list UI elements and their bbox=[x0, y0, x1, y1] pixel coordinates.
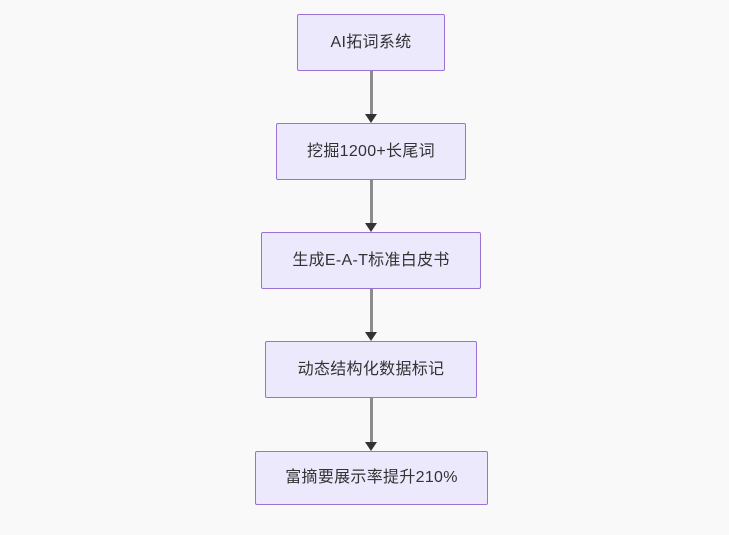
flow-node-ai-keyword-system[interactable]: AI拓词系统 bbox=[297, 14, 445, 71]
flow-node-longtail-keywords[interactable]: 挖掘1200+长尾词 bbox=[276, 123, 466, 180]
arrowhead-icon bbox=[365, 332, 377, 341]
edge-line bbox=[369, 71, 373, 114]
edge-line bbox=[369, 289, 373, 332]
flow-node-rich-snippet-result[interactable]: 富摘要展示率提升210% bbox=[255, 451, 488, 505]
flow-node-eat-whitepaper[interactable]: 生成E-A-T标准白皮书 bbox=[261, 232, 481, 289]
edge-line bbox=[369, 180, 373, 223]
arrowhead-icon bbox=[365, 114, 377, 123]
arrowhead-icon bbox=[365, 223, 377, 232]
edge-line bbox=[369, 398, 373, 442]
arrowhead-icon bbox=[365, 442, 377, 451]
flow-node-structured-data-markup[interactable]: 动态结构化数据标记 bbox=[265, 341, 477, 398]
